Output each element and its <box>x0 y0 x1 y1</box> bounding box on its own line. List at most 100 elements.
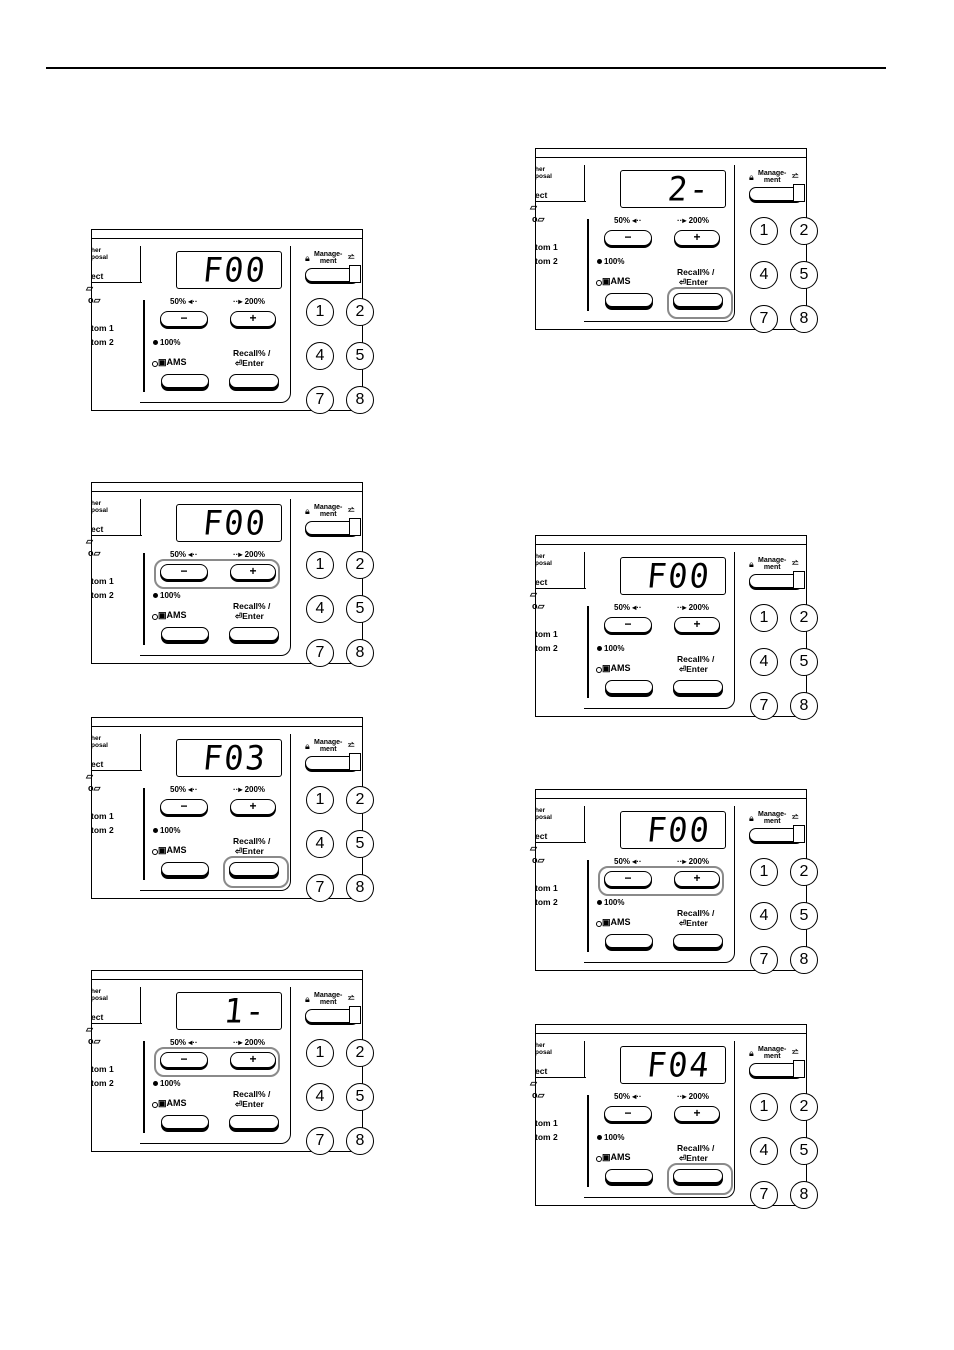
side-key-partial[interactable] <box>793 1060 805 1078</box>
numeric-key-8[interactable]: 8 <box>346 639 374 667</box>
numeric-key-8[interactable]: 8 <box>790 946 818 974</box>
indicator-line <box>587 860 589 952</box>
minus-icon: − <box>180 1052 188 1066</box>
zoom-plus-button[interactable]: + <box>230 564 276 580</box>
enter-button[interactable] <box>229 862 279 876</box>
numeric-key-8[interactable]: 8 <box>346 874 374 902</box>
ams-button[interactable] <box>161 374 209 388</box>
zoom-plus-button[interactable]: + <box>674 1106 720 1122</box>
indicator-line <box>143 788 145 880</box>
zoom-plus-button[interactable]: + <box>674 230 720 246</box>
side-label-custom-1: tom 1 <box>91 811 114 821</box>
recall-label: Recall% / <box>677 267 715 277</box>
zoom-minus-button[interactable]: − <box>160 799 208 815</box>
numeric-key-8[interactable]: 8 <box>790 305 818 333</box>
side-key-partial[interactable] <box>793 825 805 843</box>
numeric-key-5[interactable]: 5 <box>346 595 374 623</box>
numeric-key-5[interactable]: 5 <box>346 1083 374 1111</box>
numeric-key-1[interactable]: 1 <box>750 858 778 886</box>
numeric-key-1[interactable]: 1 <box>306 786 334 814</box>
ams-button[interactable] <box>605 293 653 307</box>
enter-button[interactable] <box>673 934 723 948</box>
numeric-key-4[interactable]: 4 <box>306 1083 334 1111</box>
numeric-key-1[interactable]: 1 <box>306 1039 334 1067</box>
ams-button[interactable] <box>161 1115 209 1129</box>
ams-button[interactable] <box>161 862 209 876</box>
numeric-key-4[interactable]: 4 <box>306 595 334 623</box>
numeric-key-4[interactable]: 4 <box>750 902 778 930</box>
side-key-partial[interactable] <box>349 518 361 536</box>
numeric-key-1[interactable]: 1 <box>306 551 334 579</box>
numeric-key-1[interactable]: 1 <box>750 1093 778 1121</box>
numeric-key-4[interactable]: 4 <box>306 830 334 858</box>
numeric-key-5[interactable]: 5 <box>346 342 374 370</box>
ams-button[interactable] <box>605 1169 653 1183</box>
ams-button[interactable] <box>161 627 209 641</box>
zoom-minus-button[interactable]: − <box>160 311 208 327</box>
recall-label: Recall% / <box>233 348 271 358</box>
ams-button[interactable] <box>605 680 653 694</box>
zoom-up-label: ··▸ 200% <box>233 785 266 794</box>
numeric-key-7[interactable]: 7 <box>306 1127 334 1155</box>
ams-button[interactable] <box>605 934 653 948</box>
side-key-partial[interactable] <box>793 571 805 589</box>
lcd-display: F03 <box>176 738 282 778</box>
numeric-key-2[interactable]: 2 <box>346 298 374 326</box>
enter-button[interactable] <box>229 374 279 388</box>
side-label-custom-2: tom 2 <box>91 590 114 600</box>
zoom-minus-button[interactable]: − <box>604 871 652 887</box>
lcd-display: F00 <box>620 556 726 596</box>
numeric-key-7[interactable]: 7 <box>306 874 334 902</box>
numeric-key-8[interactable]: 8 <box>346 386 374 414</box>
zoom-minus-button[interactable]: − <box>604 230 652 246</box>
zoom-plus-button[interactable]: + <box>230 1052 276 1068</box>
numeric-key-5[interactable]: 5 <box>790 902 818 930</box>
numeric-key-2[interactable]: 2 <box>346 786 374 814</box>
zoom-down-label: 50% ◂·· <box>614 216 642 225</box>
side-key-partial[interactable] <box>349 1006 361 1024</box>
numeric-key-5[interactable]: 5 <box>790 648 818 676</box>
side-key-partial[interactable] <box>349 753 361 771</box>
numeric-key-4[interactable]: 4 <box>306 342 334 370</box>
numeric-key-1[interactable]: 1 <box>750 604 778 632</box>
numeric-key-8[interactable]: 8 <box>790 1181 818 1209</box>
numeric-key-2[interactable]: 2 <box>346 1039 374 1067</box>
zoom-plus-button[interactable]: + <box>230 311 276 327</box>
side-key-partial[interactable] <box>349 265 361 283</box>
zoom-plus-button[interactable]: + <box>674 871 720 887</box>
numeric-key-7[interactable]: 7 <box>750 946 778 974</box>
numeric-key-7[interactable]: 7 <box>750 1181 778 1209</box>
zoom-minus-button[interactable]: − <box>160 1052 208 1068</box>
side-key-partial[interactable] <box>793 184 805 202</box>
enter-button[interactable] <box>229 1115 279 1129</box>
numeric-key-4[interactable]: 4 <box>750 648 778 676</box>
numeric-key-1[interactable]: 1 <box>750 217 778 245</box>
numeric-key-4[interactable]: 4 <box>750 261 778 289</box>
numeric-key-5[interactable]: 5 <box>790 1137 818 1165</box>
enter-icon: ⏎ <box>235 358 243 368</box>
enter-button[interactable] <box>673 293 723 307</box>
numeric-key-8[interactable]: 8 <box>346 1127 374 1155</box>
numeric-key-1[interactable]: 1 <box>306 298 334 326</box>
numeric-key-2[interactable]: 2 <box>346 551 374 579</box>
enter-button[interactable] <box>673 1169 723 1183</box>
numeric-key-8[interactable]: 8 <box>790 692 818 720</box>
numeric-key-7[interactable]: 7 <box>750 692 778 720</box>
numeric-key-7[interactable]: 7 <box>306 639 334 667</box>
zoom-plus-button[interactable]: + <box>230 799 276 815</box>
numeric-key-7[interactable]: 7 <box>750 305 778 333</box>
enter-button[interactable] <box>229 627 279 641</box>
numeric-key-2[interactable]: 2 <box>790 604 818 632</box>
numeric-key-2[interactable]: 2 <box>790 217 818 245</box>
numeric-key-2[interactable]: 2 <box>790 1093 818 1121</box>
enter-button[interactable] <box>673 680 723 694</box>
numeric-key-5[interactable]: 5 <box>790 261 818 289</box>
zoom-minus-button[interactable]: − <box>604 1106 652 1122</box>
numeric-key-5[interactable]: 5 <box>346 830 374 858</box>
zoom-minus-button[interactable]: − <box>604 617 652 633</box>
numeric-key-7[interactable]: 7 <box>306 386 334 414</box>
zoom-plus-button[interactable]: + <box>674 617 720 633</box>
zoom-minus-button[interactable]: − <box>160 564 208 580</box>
numeric-key-2[interactable]: 2 <box>790 858 818 886</box>
numeric-key-4[interactable]: 4 <box>750 1137 778 1165</box>
